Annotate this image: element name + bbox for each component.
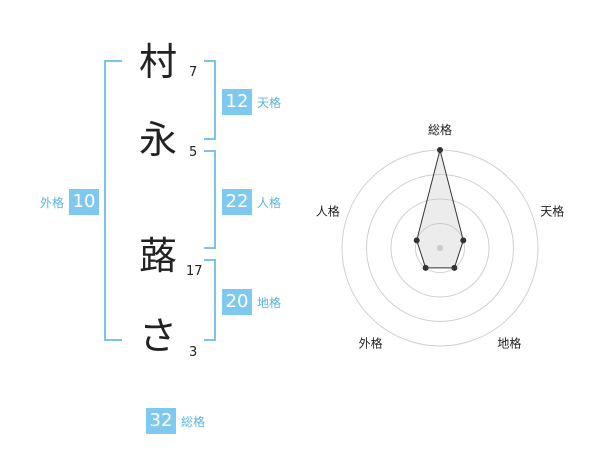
gaikaku-bracket bbox=[104, 60, 122, 341]
tenkaku-badge: 12 天格 bbox=[222, 89, 281, 115]
name-char-1: 村 bbox=[138, 40, 177, 84]
radar-point-1 bbox=[437, 147, 443, 153]
radar-ring bbox=[415, 223, 465, 273]
stroke-count-2: 5 bbox=[189, 145, 198, 160]
jinkaku-value: 22 bbox=[222, 189, 252, 215]
tenkaku-label: 天格 bbox=[257, 95, 282, 110]
gaikaku-badge: 外格 10 bbox=[40, 189, 100, 215]
jinkaku-badge: 22 人格 bbox=[222, 189, 281, 215]
tenkaku-value: 12 bbox=[222, 89, 252, 115]
chikaku-badge: 20 地格 bbox=[222, 289, 281, 315]
stroke-count-1: 7 bbox=[189, 65, 198, 80]
radar-axis-label-2: 天格 bbox=[540, 204, 564, 219]
soukaku-label: 総格 bbox=[181, 414, 206, 429]
tenkaku-bracket bbox=[204, 60, 216, 140]
stroke-count-3: 17 bbox=[186, 264, 203, 279]
radar-axis-label-5: 人格 bbox=[316, 204, 340, 219]
radar-point-4 bbox=[422, 264, 429, 271]
chikaku-label: 地格 bbox=[257, 295, 282, 310]
radar-point-5 bbox=[413, 237, 420, 244]
radar-axis-label-3: 地格 bbox=[497, 335, 521, 350]
radar-ring bbox=[390, 198, 490, 298]
radar-center-dot bbox=[437, 245, 443, 251]
chikaku-value: 20 bbox=[222, 289, 252, 315]
gaikaku-value: 10 bbox=[69, 189, 100, 215]
jinkaku-label: 人格 bbox=[257, 195, 282, 210]
gaikaku-label: 外格 bbox=[40, 195, 65, 210]
jinkaku-bracket bbox=[204, 150, 216, 249]
soukaku-value: 32 bbox=[146, 408, 176, 434]
radar-axis-label-4: 外格 bbox=[359, 335, 383, 350]
chikaku-bracket bbox=[204, 259, 216, 341]
stroke-count-4: 3 bbox=[189, 345, 198, 360]
radar-point-3 bbox=[451, 264, 458, 271]
radar-point-2 bbox=[460, 237, 467, 244]
radar-axis-label-1: 総格 bbox=[428, 122, 452, 137]
radar-ring bbox=[366, 174, 514, 322]
name-char-4: さ bbox=[138, 314, 177, 358]
radar-polygon bbox=[416, 149, 464, 269]
name-char-2: 永 bbox=[138, 118, 177, 162]
soukaku-badge: 32 総格 bbox=[146, 408, 205, 434]
name-char-3: 蕗 bbox=[138, 234, 177, 278]
